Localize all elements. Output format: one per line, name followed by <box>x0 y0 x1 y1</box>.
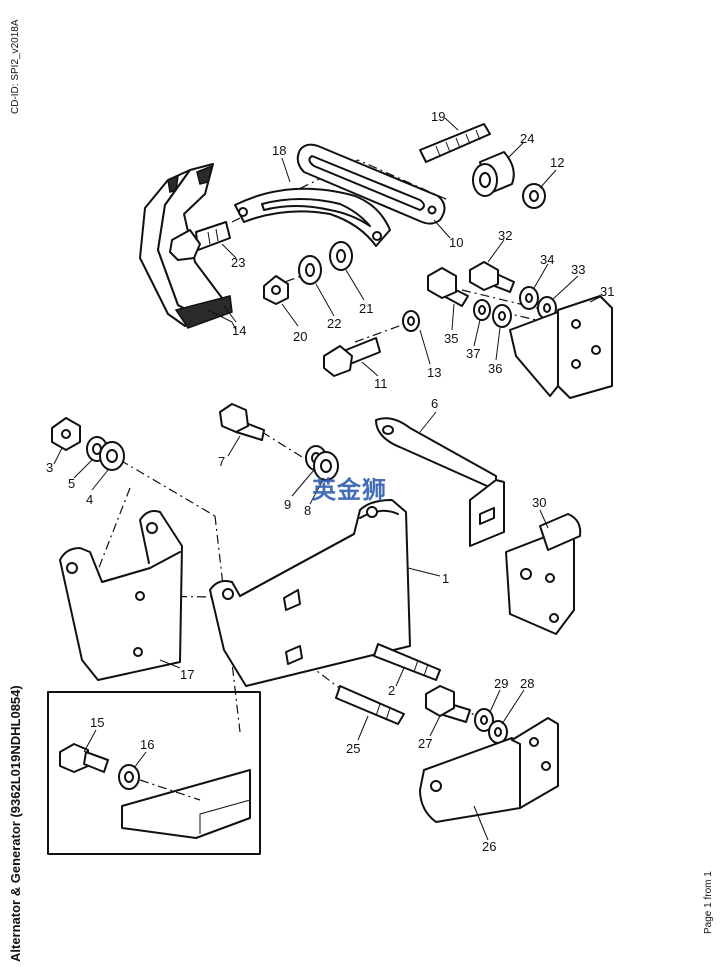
callout-33: 33 <box>571 262 585 277</box>
inset-detail <box>47 691 261 855</box>
callout-34: 34 <box>540 252 554 267</box>
callout-8: 8 <box>304 503 311 518</box>
part-18-curved-strap <box>234 187 391 247</box>
part-11-bolt <box>323 337 381 377</box>
part-32-bolt <box>469 261 515 293</box>
callout-2: 2 <box>388 683 395 698</box>
callout-29: 29 <box>494 676 508 691</box>
callout-leaders <box>53 117 603 841</box>
callout-24: 24 <box>520 131 534 146</box>
washers <box>263 183 557 332</box>
callout-28: 28 <box>520 676 534 691</box>
callout-23: 23 <box>231 255 245 270</box>
callout-21: 21 <box>359 301 373 316</box>
callout-12: 12 <box>550 155 564 170</box>
callout-18: 18 <box>272 143 286 158</box>
part-6-tie-bar <box>375 417 505 547</box>
callout-3: 3 <box>46 460 53 475</box>
callout-5: 5 <box>68 476 75 491</box>
part-31-bracket <box>509 295 613 399</box>
callout-4: 4 <box>86 492 93 507</box>
callout-36: 36 <box>488 361 502 376</box>
part-1-main-bracket <box>209 499 411 687</box>
part-10-slotted-link <box>296 143 446 225</box>
part-17-bracket <box>59 510 183 681</box>
parts-3-5-4-nut-washers <box>51 417 125 471</box>
parts-7-9-8-bolt-washers <box>219 403 339 481</box>
callout-32: 32 <box>498 228 512 243</box>
callout-20: 20 <box>293 329 307 344</box>
callout-1: 1 <box>442 571 449 586</box>
callout-31: 31 <box>600 284 614 299</box>
parts-27-29-28 <box>425 685 508 744</box>
callout-6: 6 <box>431 396 438 411</box>
callout-37: 37 <box>466 346 480 361</box>
part-26-foot-bracket <box>419 717 559 823</box>
callout-17: 17 <box>180 667 194 682</box>
callout-35: 35 <box>444 331 458 346</box>
callout-10: 10 <box>449 235 463 250</box>
callout-7: 7 <box>218 454 225 469</box>
callout-15: 15 <box>90 715 104 730</box>
callout-11: 11 <box>374 376 388 391</box>
parts-2-25-studs <box>335 643 441 725</box>
watermark-text: 英金狮 <box>312 476 387 504</box>
callout-25: 25 <box>346 741 360 756</box>
callout-27: 27 <box>418 736 432 751</box>
callout-19: 19 <box>431 109 445 124</box>
callout-9: 9 <box>284 497 291 512</box>
part-19-stud <box>419 123 491 163</box>
callout-16: 16 <box>140 737 154 752</box>
part-35-bolt <box>427 267 469 307</box>
callout-labels: 19 24 12 18 10 23 32 34 33 31 14 20 22 2… <box>46 109 614 854</box>
callout-14: 14 <box>232 323 246 338</box>
part-30-hinge <box>505 513 582 635</box>
part-24-spacer <box>472 151 515 197</box>
part-23-bolt <box>169 221 231 261</box>
callout-26: 26 <box>482 839 496 854</box>
callout-22: 22 <box>327 316 341 331</box>
part-14-guard <box>139 163 237 329</box>
callout-30: 30 <box>532 495 546 510</box>
callout-13: 13 <box>427 365 441 380</box>
